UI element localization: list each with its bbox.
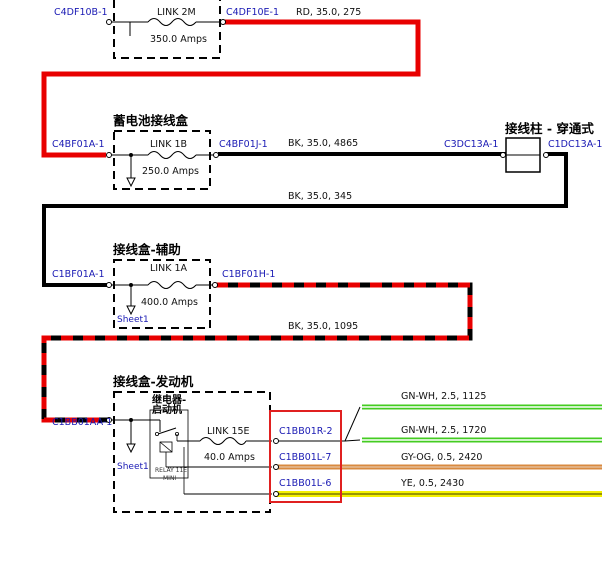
wire-split [276,406,361,442]
connector-c4df10b: C4DF10B-1 [54,7,108,18]
label-gnwh-1720: GN-WH, 2.5, 1720 [401,425,486,436]
connector-c1bb01l6: C1BB01L-6 [279,478,331,489]
connector-c4bf01j: C4BF01J-1 [219,139,268,150]
link-1a-rating: 400.0 Amps [141,297,198,308]
wire-bk-1095-stripe [41,282,473,423]
link-1b-box [110,130,216,190]
connector-c1dc13a: C1DC13A-1 [548,139,602,150]
pin-c1bf01h [212,282,218,288]
label-bk-345: BK, 35.0, 345 [288,191,352,202]
label-bk-4865: BK, 35.0, 4865 [288,138,358,149]
engine-box-title: 接线盒-发动机 [113,374,194,389]
link-1a-name: LINK 1A [150,263,187,274]
connector-c4bf01a: C4BF01A-1 [52,139,105,150]
connector-c1bf01a: C1BF01A-1 [52,269,105,280]
relay-title-2: 启动机 [152,403,182,416]
pin-c4bf01a [106,152,112,158]
label-ye-2430: YE, 0.5, 2430 [400,478,464,489]
highlight-box [269,410,342,503]
link-1a-box [110,259,214,329]
label-bk-1095: BK, 35.0, 1095 [288,321,358,332]
pin-c1bb01aa [106,417,112,423]
link-2m-box [110,0,222,59]
link-2m-rating: 350.0 Amps [150,34,207,45]
sheet-engine[interactable]: Sheet1 [117,462,149,472]
sheet-aux[interactable]: Sheet1 [117,315,149,325]
battery-box-title: 蓄电池接线盒 [113,113,189,128]
pin-c3dc13a [500,152,506,158]
wire-rd-275 [41,19,421,158]
relay-small-1: RELAY 11E [155,467,187,474]
relay-starter [149,409,272,495]
pin-c4bf01j [213,152,219,158]
link-1b-rating: 250.0 Amps [142,166,199,177]
connector-c1bf01h: C1BF01H-1 [222,269,275,280]
link-1b-name: LINK 1B [150,139,187,150]
connector-c1bb01r2: C1BB01R-2 [279,426,333,437]
label-gyog-2420: GY-OG, 0.5, 2420 [401,452,482,463]
pin-c1dc13a [543,152,549,158]
relay-title-1: 继电器- [152,393,186,406]
terminal-post [505,137,541,173]
label-rd-275: RD, 35.0, 275 [296,7,361,18]
connector-c1bb01aa: C1BB01AA-1 [52,417,112,428]
aux-box-title: 接线盒-辅助 [113,242,181,257]
connector-c4df10e: C4DF10E-1 [226,7,279,18]
relay-small-2: MINI [163,475,176,482]
terminal-post-title: 接线柱 - 穿通式 [505,121,594,136]
connector-c3dc13a: C3DC13A-1 [444,139,498,150]
pin-c1bb01l6 [273,491,279,497]
connector-c1bb01l7: C1BB01L-7 [279,452,331,463]
label-gnwh-1125: GN-WH, 2.5, 1125 [401,391,486,402]
pin-c1bb01r2 [273,438,279,444]
wire-bk-345 [42,152,568,287]
link-15e-name: LINK 15E [207,426,250,437]
link-15e-rating: 40.0 Amps [204,452,255,463]
pin-c1bf01a [106,282,112,288]
pin-c4df10b [106,19,112,25]
pin-c4df10e [220,19,226,25]
pin-c1bb01l7 [273,464,279,470]
link-2m-name: LINK 2M [157,7,196,18]
